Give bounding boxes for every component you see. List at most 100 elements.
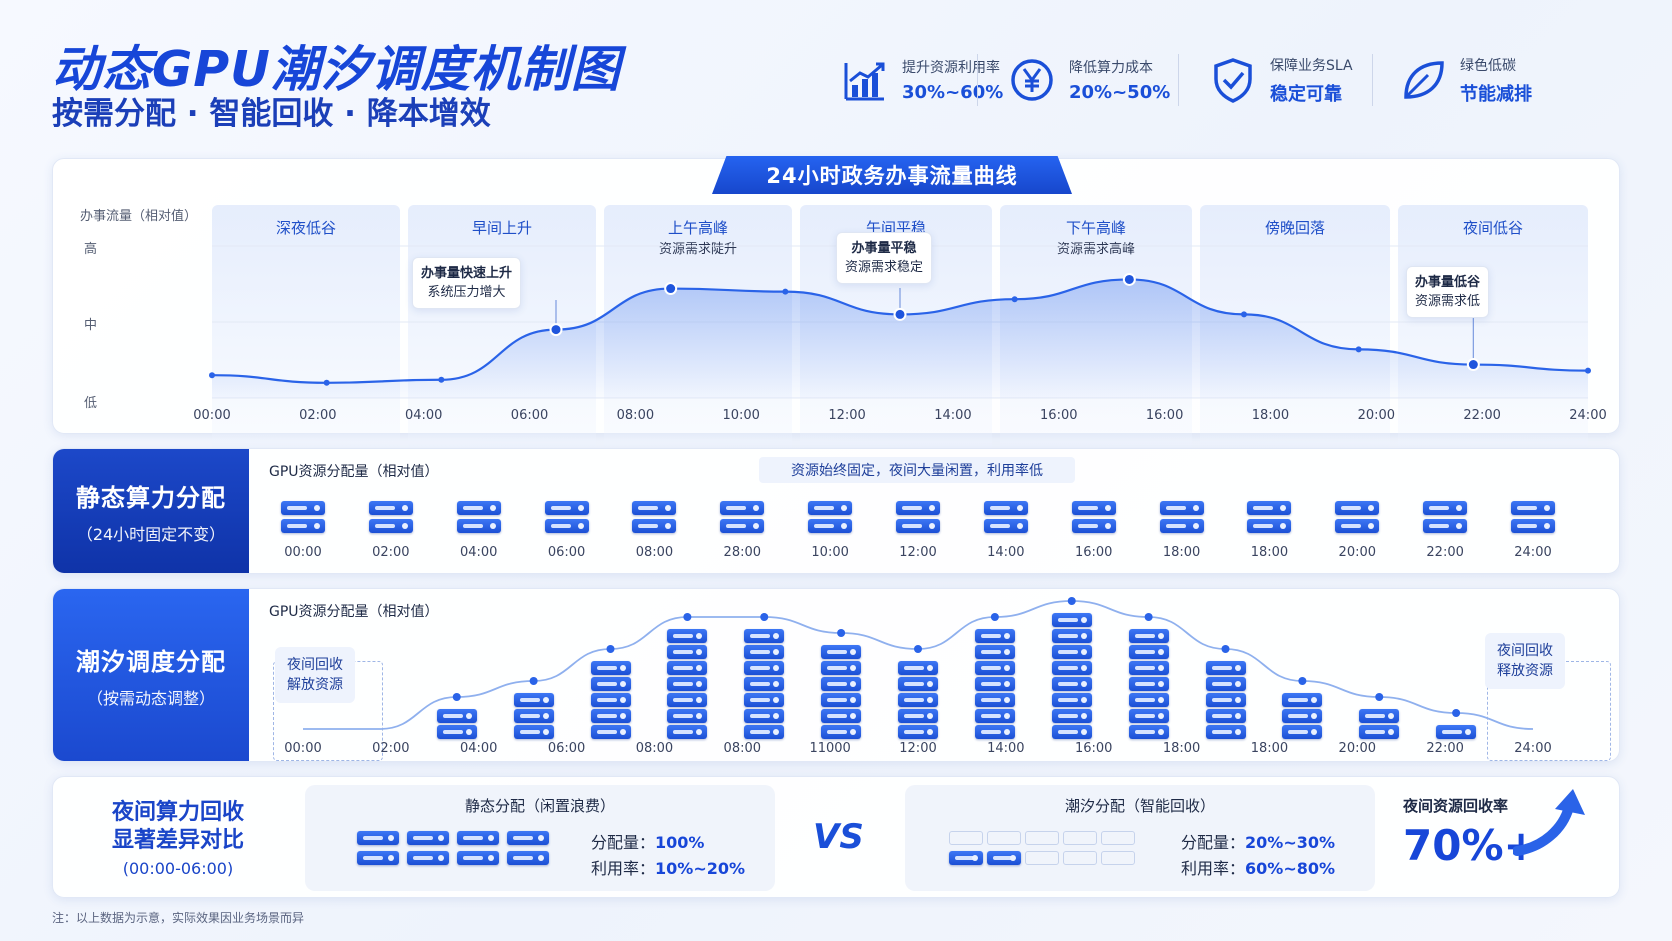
gpu-server-icon — [720, 519, 765, 533]
gpu-server-icon — [821, 677, 862, 691]
gpu-server-icon — [1071, 501, 1116, 515]
note-line: 解放资源 — [287, 677, 343, 693]
kpi-value: 20%~50% — [1069, 82, 1171, 103]
gpu-server-icon — [744, 693, 785, 707]
curve-panel-tab: 24小时政务办事流量曲线 — [712, 156, 1072, 194]
time-tick-label: 28:00 — [723, 545, 762, 560]
allocation-point — [1298, 677, 1307, 685]
gpu-server-icon — [457, 831, 499, 845]
comparison-title-line: 显著差异对比 — [111, 827, 244, 853]
tide-note-left: 夜间回收解放资源 — [275, 647, 355, 703]
gpu-server-icon — [667, 629, 708, 643]
gpu-server-icon — [896, 501, 940, 515]
gpu-server-icon — [898, 709, 938, 723]
gpu-server-icon — [1051, 645, 1092, 659]
gpu-server-icon — [281, 519, 325, 533]
stat-label: 分配量： — [591, 833, 656, 852]
curve-point — [209, 372, 215, 379]
gpu-server-icon — [1247, 501, 1292, 515]
callout-rising: 办事量快速上升系统压力增大 — [412, 257, 522, 309]
note-line: 释放资源 — [1497, 663, 1553, 679]
static-alloc-stat: 分配量：100% — [591, 829, 704, 853]
time-tick-label: 08:00 — [635, 545, 674, 560]
released-slot-icon — [1025, 831, 1059, 845]
gpu-server-icon — [974, 645, 1015, 659]
gpu-server-icon — [1128, 693, 1169, 707]
gpu-server-icon — [974, 629, 1015, 643]
static-chart-title: GPU资源分配量（相对值） — [269, 464, 439, 480]
gpu-server-icon — [1051, 693, 1092, 707]
static-compare-title: 静态分配（闲置浪费） — [464, 797, 615, 815]
gpu-server-icon — [507, 851, 549, 865]
gpu-server-icon — [744, 709, 785, 723]
x-tick-label: 00:00 — [193, 408, 231, 423]
static-note: 资源始终固定，夜间大量闲置，利用率低 — [759, 457, 1075, 483]
gpu-server-icon — [898, 725, 938, 739]
callout-body: 资源需求稳定 — [845, 260, 924, 275]
released-slot-icon — [1025, 851, 1059, 865]
kpi-green: 绿色低碳节能减排 — [1398, 52, 1532, 108]
gpu-server-icon — [974, 661, 1015, 675]
gpu-server-icon — [821, 725, 862, 739]
time-tick-label: 22:00 — [1426, 741, 1464, 756]
curve-point — [1355, 346, 1362, 353]
gpu-server-icon — [667, 661, 708, 675]
shield-check-icon — [1214, 58, 1252, 103]
kpi-label: 提升资源利用率 — [902, 60, 1000, 76]
time-tick-label: 02:00 — [372, 741, 410, 756]
gpu-server-icon — [590, 725, 631, 739]
gpu-server-icon — [632, 519, 677, 533]
gpu-server-icon — [667, 725, 708, 739]
band-label: 夜间低谷 — [1462, 219, 1523, 237]
gpu-server-icon — [1051, 661, 1092, 675]
callout-title: 办事量平稳 — [851, 241, 917, 256]
callout-low: 办事量低谷资源需求低 — [1406, 266, 1490, 318]
gpu-server-icon — [744, 629, 785, 643]
gpu-server-icon — [744, 677, 785, 691]
gpu-server-icon — [821, 645, 862, 659]
kpi-label: 降低算力成本 — [1069, 60, 1153, 76]
gpu-server-icon — [632, 501, 677, 515]
time-tick-label: 08:00 — [723, 741, 762, 756]
yen-coin-icon — [1011, 59, 1053, 101]
allocation-point — [1375, 693, 1384, 701]
released-slot-icon — [987, 831, 1021, 845]
time-tick-label: 18:00 — [1162, 545, 1201, 560]
gpu-server-icon — [667, 677, 708, 691]
gpu-server-icon — [456, 519, 501, 533]
static-allocation-row: 静态算力分配 （24小时固定不变） GPU资源分配量（相对值） 资源始终固定，夜… — [52, 448, 1620, 574]
gpu-server-icon — [949, 851, 983, 865]
time-tick-label: 18:00 — [1162, 741, 1201, 756]
gpu-server-icon — [1436, 725, 1477, 739]
gpu-server-icon — [457, 851, 499, 865]
gpu-server-icon — [974, 725, 1015, 739]
gpu-server-icon — [1282, 693, 1323, 707]
gpu-server-icon — [983, 519, 1028, 533]
gpu-server-icon — [357, 831, 399, 845]
gpu-server-icon — [1051, 677, 1092, 691]
time-tick-label: 20:00 — [1338, 741, 1377, 756]
leaf-icon — [1404, 61, 1444, 99]
gpu-server-icon — [590, 709, 631, 723]
gpu-server-icon — [513, 709, 554, 723]
kpi-value: 稳定可靠 — [1270, 83, 1342, 105]
kpi-label: 绿色低碳 — [1460, 57, 1516, 74]
time-tick-label: 24:00 — [1514, 545, 1552, 560]
allocation-point — [606, 645, 615, 653]
released-slot-icon — [1063, 851, 1097, 865]
time-tick-label: 22:00 — [1426, 545, 1464, 560]
tide-compare-card: 潮汐分配（智能回收） 分配量：20%~30% 利用率：60%~80% — [905, 785, 1375, 891]
band-label: 上午高峰 — [667, 219, 728, 237]
time-tick-label: 14:00 — [987, 741, 1025, 756]
allocation-point — [1067, 597, 1076, 605]
note-line: 夜间回收 — [1497, 643, 1553, 659]
highlight-point — [1466, 358, 1480, 372]
gpu-server-icon — [1159, 501, 1204, 515]
time-tick-label: 14:00 — [987, 545, 1025, 560]
callout-title: 办事量快速上升 — [421, 266, 513, 281]
allocation-point — [990, 613, 999, 621]
gpu-server-icon — [1128, 709, 1169, 723]
footnote: 注：以上数据为示意，实际效果因业务场景而异 — [52, 911, 305, 925]
